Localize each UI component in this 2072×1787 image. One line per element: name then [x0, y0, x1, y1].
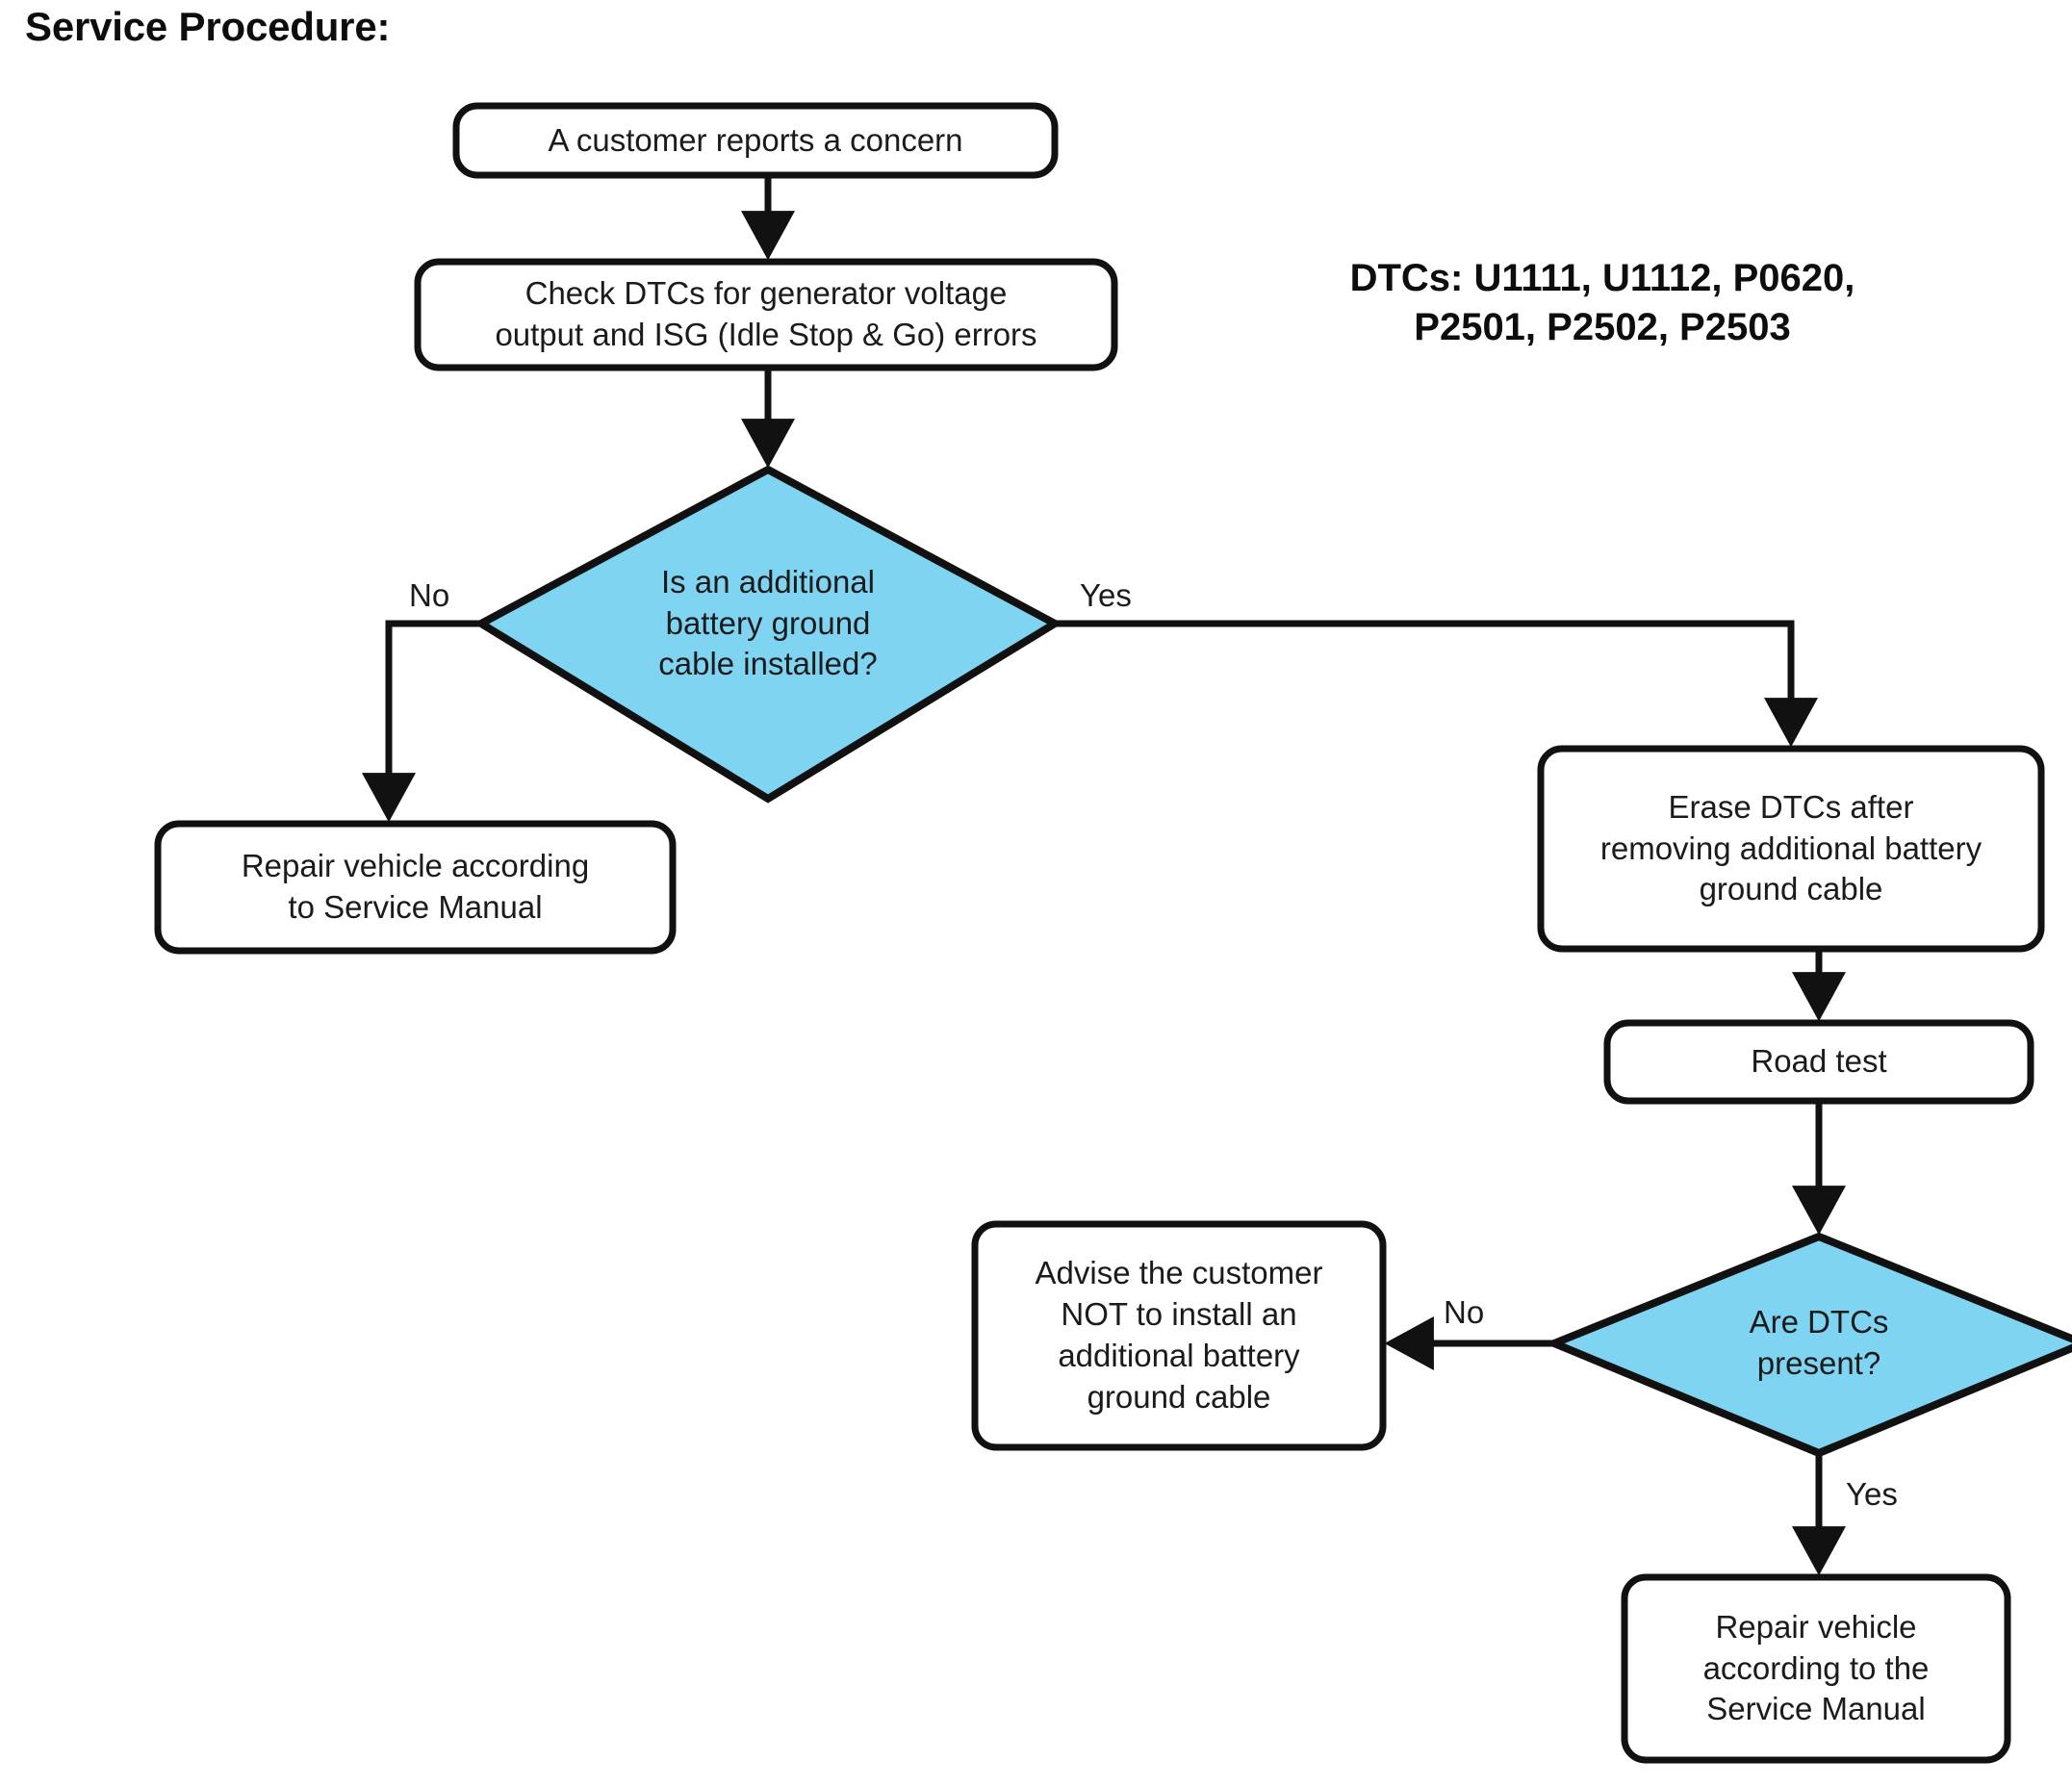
erase-dtcs-node[interactable]	[1541, 749, 2041, 949]
connector-decision1-no	[362, 620, 481, 823]
decision-ground-cable-shape	[473, 465, 1063, 804]
page-title: Service Procedure:	[25, 4, 391, 49]
shape-layer	[154, 102, 2072, 1764]
repair-right-shape	[1621, 1573, 2011, 1764]
connector-layer	[362, 175, 1846, 1576]
start-shape	[452, 102, 1059, 179]
edge-label-dtcs-present-no: No	[1444, 1294, 1485, 1330]
connector-decision1-yes	[1055, 620, 1818, 748]
decision-dtcs-present-node[interactable]	[1665, 1289, 1973, 1397]
decision-ground-cable-node[interactable]	[585, 549, 951, 699]
start-node[interactable]	[456, 106, 1055, 175]
edge-label-ground-cable-no: No	[409, 577, 450, 613]
dtc-annotation-line-1: DTCs: U1111, U1112, P0620,	[1349, 257, 1855, 299]
advise-customer-shape	[971, 1220, 1387, 1451]
erase-dtcs-shape	[1537, 745, 2045, 953]
dtc-annotation-line-2: P2501, P2502, P2503	[1414, 306, 1791, 349]
dtc-annotation: DTCs: U1111, U1112, P0620, P2501, P2502,…	[1222, 254, 1982, 352]
edge-label-dtcs-present-yes: Yes	[1846, 1476, 1898, 1512]
repair-left-shape	[154, 820, 677, 955]
repair-left-node[interactable]	[158, 824, 673, 951]
edge-label-ground-cable-yes: Yes	[1080, 577, 1132, 613]
check-dtcs-node[interactable]	[418, 262, 1114, 368]
repair-right-node[interactable]	[1624, 1577, 2008, 1760]
advise-customer-node[interactable]	[975, 1224, 1383, 1447]
road-test-node[interactable]	[1607, 1023, 2031, 1101]
